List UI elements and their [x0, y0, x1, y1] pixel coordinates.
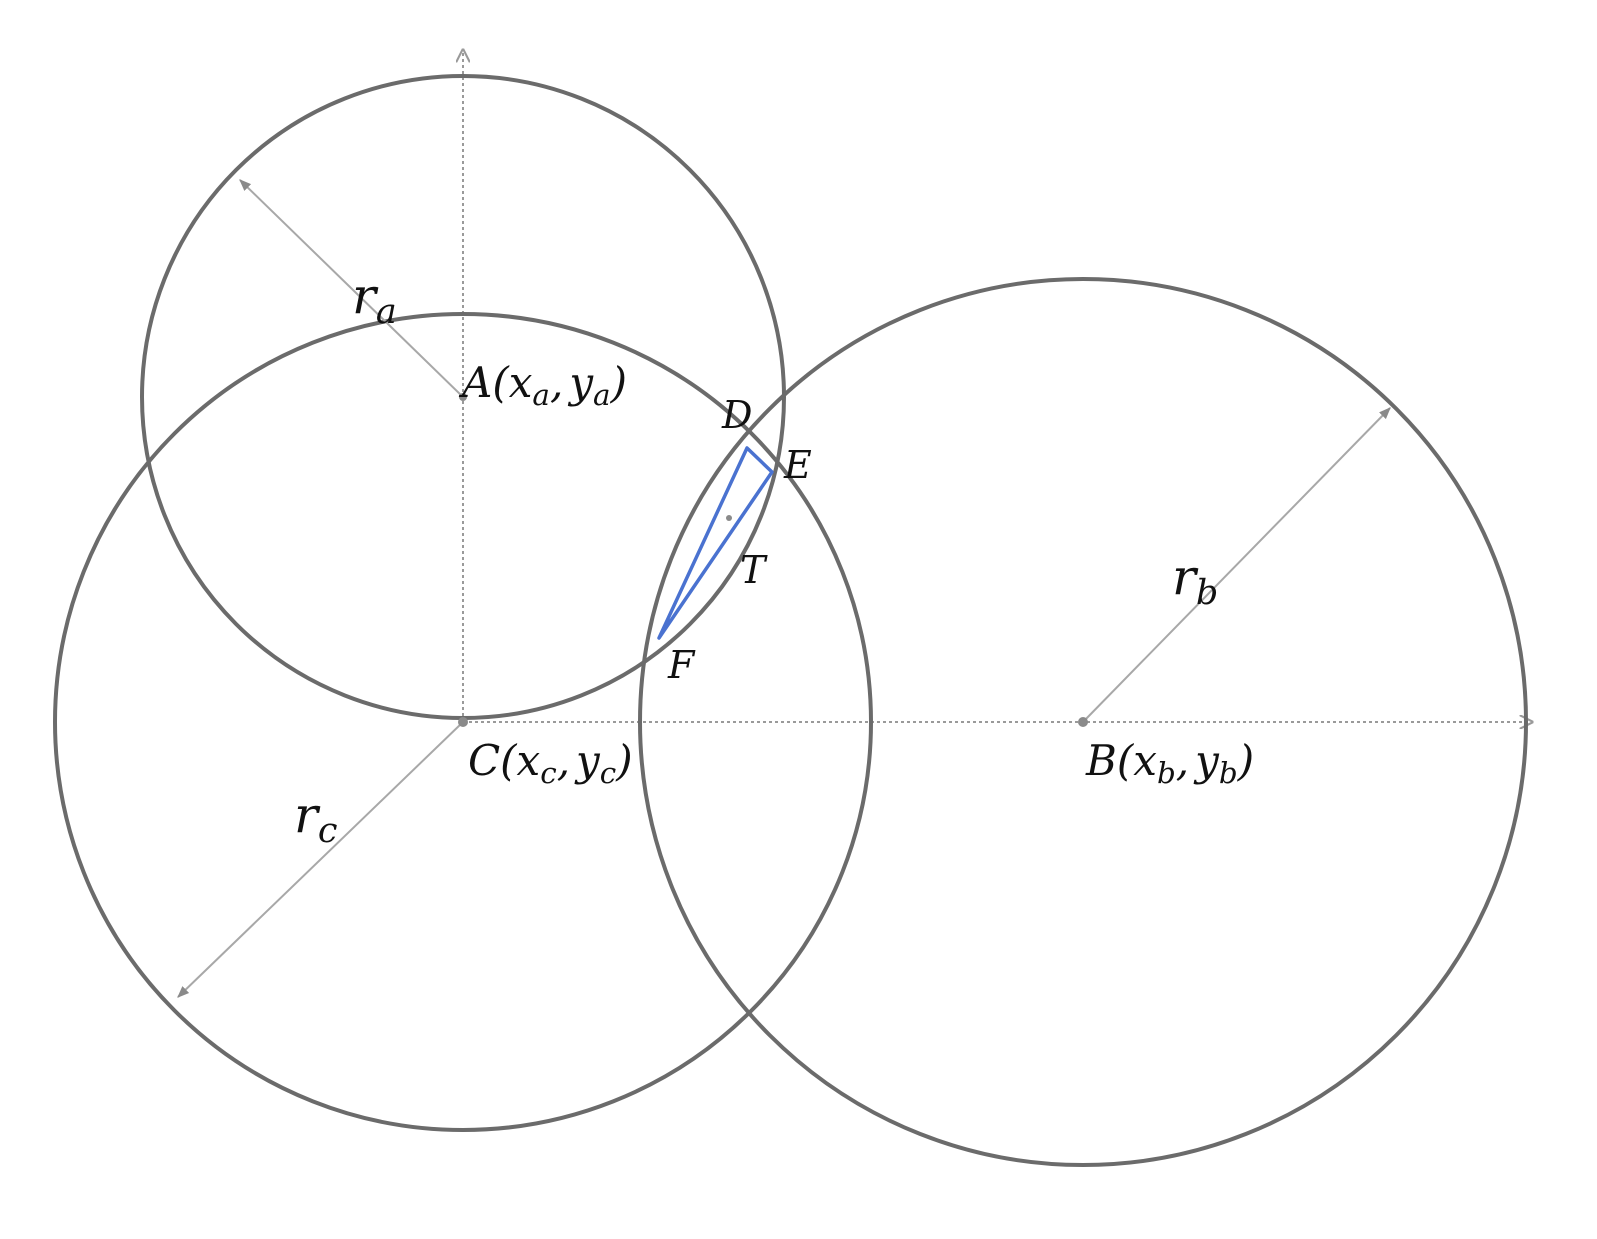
radius-a-arrow	[239, 179, 464, 398]
label-rc: rc	[294, 786, 338, 851]
label-center-a: A(xa,ya)	[458, 358, 627, 412]
label-d: D	[721, 393, 752, 437]
label-e: E	[783, 443, 812, 487]
label-rb: rb	[1172, 548, 1218, 613]
circle-c	[53, 312, 873, 1132]
label-ra: ra	[352, 267, 397, 332]
radius-b-arrow	[1082, 407, 1391, 723]
center-a-point	[459, 393, 467, 401]
label-center-b: B(xb,yb)	[1085, 736, 1254, 790]
center-b-point	[1078, 717, 1088, 727]
label-center-c: C(xc,yc)	[468, 736, 633, 790]
radius-c-arrow	[177, 721, 464, 998]
center-c-point	[458, 717, 468, 727]
point-t	[726, 515, 732, 521]
label-t: T	[740, 548, 768, 592]
circle-b	[638, 277, 1528, 1167]
triangle-def	[657, 446, 774, 640]
label-f: F	[667, 643, 696, 687]
